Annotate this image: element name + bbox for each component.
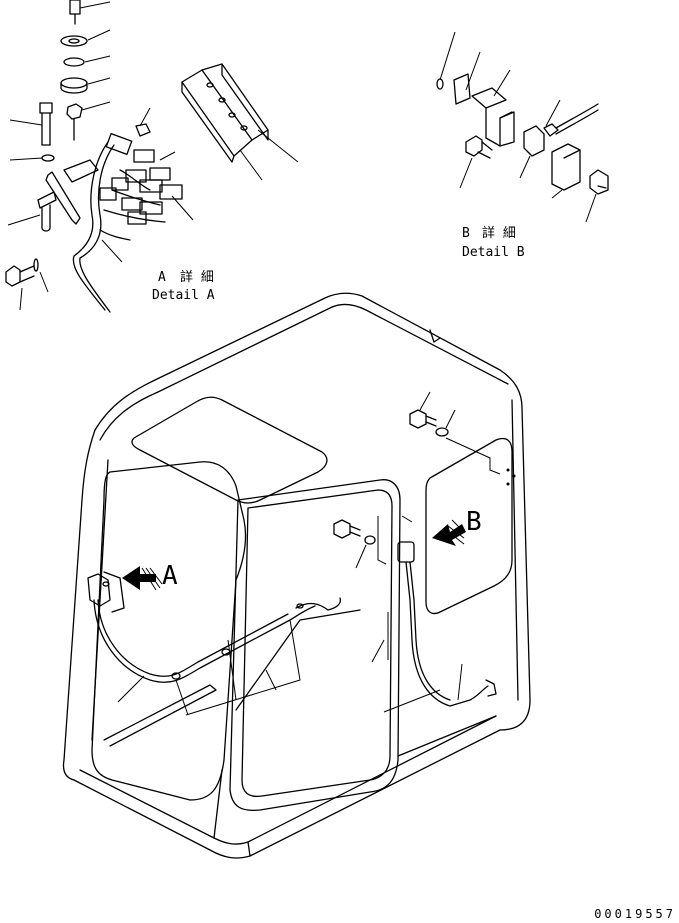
bottom-bolt [5, 258, 49, 311]
detail-b-letter: B [462, 226, 470, 241]
bracket [7, 159, 99, 232]
harness-bundle [72, 107, 194, 313]
detail-a-letter: A [158, 270, 166, 285]
cab-outline [62, 292, 531, 859]
leader-lines [117, 391, 501, 716]
view-marker-b: B [466, 507, 482, 537]
bolt-stack [60, 0, 88, 141]
cover-box [181, 63, 299, 181]
drawing-number: 00019557 [594, 907, 676, 921]
cab-harness [87, 409, 516, 707]
view-arrow-a [122, 566, 163, 591]
view-marker-a: A [162, 561, 178, 591]
detail-b-en: Detail B [462, 245, 525, 260]
view-arrow-b [432, 519, 466, 546]
detail-a-jp: 詳 細 [180, 269, 214, 285]
detail-a-illustration: A 詳 細 Detail A [5, 0, 299, 313]
detail-a-en: Detail A [152, 288, 215, 303]
detail-b-illustration: B 詳 細 Detail B [436, 31, 609, 260]
detail-b-jp: 詳 細 [482, 225, 516, 241]
